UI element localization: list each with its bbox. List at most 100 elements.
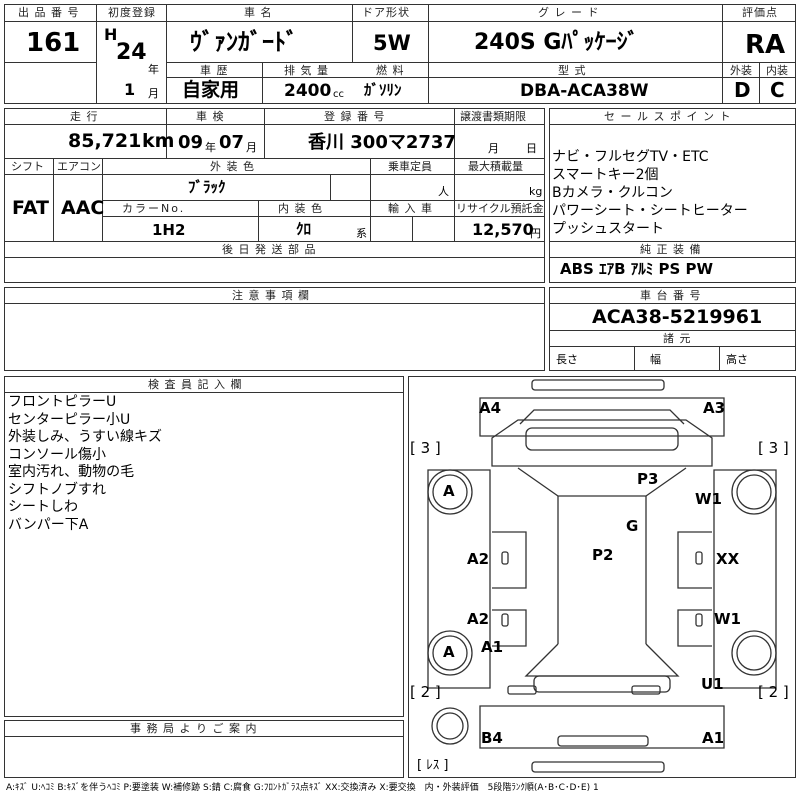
max-load-label: 最大積載量 xyxy=(468,160,523,173)
interior-grade: C xyxy=(770,78,785,102)
inspector-note: シフトノブすれ xyxy=(8,481,106,498)
plate-label: 登 録 番 号 xyxy=(324,110,386,123)
wheel-rear-right-inner xyxy=(736,635,772,671)
inspector-label: 検 査 員 記 入 欄 xyxy=(148,378,243,391)
interior-label: 内装 xyxy=(766,64,788,77)
chassis-label: 車 台 番 号 xyxy=(640,289,702,302)
exterior-grade: D xyxy=(734,78,751,102)
model-code: DBA-ACA38W xyxy=(520,81,649,101)
damage-mark: A4 xyxy=(479,399,502,417)
damage-mark: A xyxy=(443,482,455,500)
inspector-note: バンパー下A xyxy=(8,516,89,533)
wheel-rear-left-inner xyxy=(432,635,468,671)
door-handle xyxy=(695,613,703,627)
exterior-label: 外装 xyxy=(730,64,752,77)
door-handle xyxy=(501,613,509,627)
damage-mark: P2 xyxy=(592,546,614,564)
width-label: 幅 xyxy=(650,353,661,366)
windshield xyxy=(525,427,679,451)
doc-deadline-label: 譲渡書類期限 xyxy=(460,110,526,123)
equipment-label: 純 正 装 備 xyxy=(640,243,702,256)
grade-label: グ レ ー ド xyxy=(538,6,600,19)
roof-bar-bottom xyxy=(531,761,665,773)
inspection-month-unit: 月 xyxy=(246,141,257,154)
rear-door-lines xyxy=(492,609,712,647)
inspection-year-unit: 年 xyxy=(205,141,216,154)
header-frame xyxy=(4,4,796,104)
displacement-unit: cc xyxy=(333,89,344,100)
sales-point: スマートキー2個 xyxy=(552,167,659,183)
recycle-label: リサイクル預託金 xyxy=(456,202,544,215)
fuel-label: 燃 料 xyxy=(376,64,405,77)
capacity-label: 乗車定員 xyxy=(388,160,432,173)
door-handle xyxy=(695,551,703,565)
car-name: ｳﾞｧﾝｶﾞｰﾄﾞ xyxy=(190,28,298,56)
damage-mark: A2 xyxy=(467,550,490,568)
a-pillar-lines xyxy=(517,467,687,497)
wheel-rear-right xyxy=(731,630,777,676)
tire-grade-rear-right: [ 2 ] xyxy=(758,683,789,701)
inspector-note: 室内汚れ、動物の毛 xyxy=(8,464,135,480)
history-label: 車 歴 xyxy=(200,64,229,77)
wheel-rear-left xyxy=(427,630,473,676)
tire-grade-rear-left: [ 2 ] xyxy=(410,683,441,701)
interior-color-unit: 系 xyxy=(356,227,367,240)
diagram-frame xyxy=(408,376,796,778)
color-no-label: カラーNo. xyxy=(122,202,186,215)
interior-color-label: 内 装 色 xyxy=(278,202,323,215)
windshield-line xyxy=(519,409,685,425)
shift-label: シフト xyxy=(11,160,44,173)
equipment: ABS ｴｱB ｱﾙﾐ PS PW xyxy=(560,260,714,278)
damage-mark: U1 xyxy=(701,675,724,693)
info-frame xyxy=(4,108,545,242)
inspector-note: 外装しみ、うすい線キズ xyxy=(8,429,162,445)
sales-point: Bカメラ・クルコン xyxy=(552,185,673,201)
model-label: 型 式 xyxy=(558,64,587,77)
displacement-label: 排 気 量 xyxy=(284,64,329,77)
aircon-label: エアコン xyxy=(57,160,101,173)
doc-month-unit: 月 xyxy=(488,142,499,155)
front-bumper-outline xyxy=(479,397,725,437)
inspector-note: センターピラー小U xyxy=(8,411,131,428)
first-reg-label: 初度登録 xyxy=(108,6,156,19)
caution-label: 注 意 事 項 欄 xyxy=(232,289,310,302)
inspection-label: 車 検 xyxy=(196,110,225,123)
wheel-front-right-inner xyxy=(736,474,772,510)
rear-plate xyxy=(557,735,649,747)
later-parts-frame xyxy=(4,241,545,283)
length-label: 長さ xyxy=(556,353,578,366)
capacity-unit: 人 xyxy=(438,185,449,198)
height-label: 高さ xyxy=(726,353,748,366)
damage-mark: XX xyxy=(716,550,740,568)
inspector-note: シートしわ xyxy=(8,499,78,515)
tire-grade-front-right: [ 3 ] xyxy=(758,439,789,457)
sales-point: パワーシート・シートヒーター xyxy=(552,203,748,219)
inspection-month: 07 xyxy=(219,132,245,153)
inspection-year: 09 xyxy=(178,132,204,153)
sales-points-list: ナビ・フルセグTV・ETC スマートキー2個 Bカメラ・クルコン パワーシート・… xyxy=(552,150,748,240)
damage-mark: B4 xyxy=(481,729,503,747)
chassis-number: ACA38-5219961 xyxy=(592,306,763,328)
inspector-frame xyxy=(4,376,404,717)
inspector-note: フロントピラーU xyxy=(8,394,117,410)
car-name-label: 車 名 xyxy=(244,6,273,19)
score-label: 評価点 xyxy=(742,6,778,19)
damage-mark: A3 xyxy=(703,399,726,417)
wheel-front-left xyxy=(427,469,473,515)
inspector-note: コンソール傷小 xyxy=(8,446,106,463)
hood-outline xyxy=(491,419,713,467)
lot-label: 出 品 番 号 xyxy=(18,6,80,19)
rear-light xyxy=(507,685,537,695)
damage-mark: W1 xyxy=(714,610,741,628)
car-condition-diagram xyxy=(427,379,777,773)
spare-tire xyxy=(431,707,469,745)
damage-mark: W1 xyxy=(695,490,722,508)
damage-mark: A1 xyxy=(481,638,504,656)
color-no: 1H2 xyxy=(152,221,186,239)
year-unit: 年 xyxy=(148,63,159,76)
doc-day-unit: 日 xyxy=(526,142,537,155)
plate-number: 香川 300マ2737 xyxy=(308,132,456,153)
inspector-notes: フロントピラーU センターピラー小U 外装しみ、うすい線キズ コンソール傷小 室… xyxy=(8,395,162,535)
mileage: 85,721 xyxy=(68,130,142,152)
